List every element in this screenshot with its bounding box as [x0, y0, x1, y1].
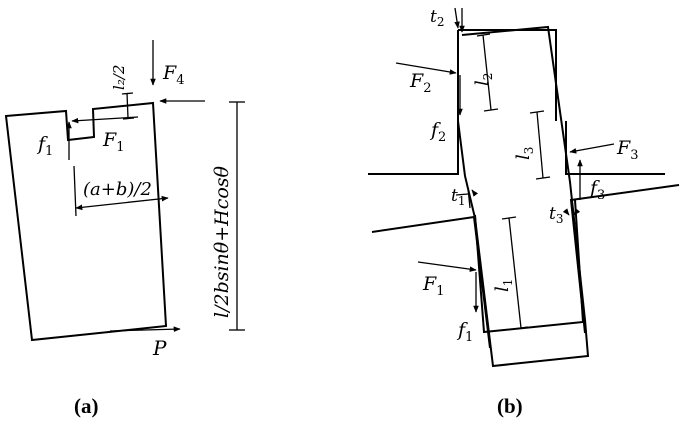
label-F3: F3 [616, 137, 638, 163]
pile-tilted-outline [457, 25, 590, 368]
dim-l3-tick-top [529, 110, 545, 114]
force-P-arrow [109, 326, 181, 332]
panel-b: t2 F2 l2 f2 l3 F3 f3 t1 t3 l1 F1 [368, 7, 680, 418]
dim-l2-tick-bottom [483, 108, 499, 112]
label-F1-b: F1 [422, 273, 444, 299]
dim-l3-tick-bottom [535, 176, 551, 180]
label-t2: t2 [430, 7, 444, 29]
dim-t1-ext [467, 187, 471, 209]
dim-l3-line [536, 111, 544, 179]
dim-l2-half-line [126, 92, 129, 119]
label-P: P [152, 336, 167, 360]
label-height: l/2bsinθ+Hcosθ [211, 165, 233, 318]
label-f1-b: f1 [456, 319, 473, 345]
dim-l1-tick-top [501, 216, 517, 220]
force-F1-arrow [71, 116, 139, 124]
dim-l2-half-tick1 [121, 92, 134, 95]
dim-l2-tick-top [476, 33, 491, 37]
label-t3: t3 [549, 204, 563, 226]
dim-ab-half-line [75, 195, 169, 211]
dim-l2-half-tick2 [122, 117, 135, 120]
ground-right-upper [565, 121, 665, 175]
label-F4: F4 [162, 62, 184, 88]
dim-t3-left [562, 208, 570, 216]
label-l3: l3 [513, 147, 536, 160]
label-l2: l2 [472, 73, 495, 86]
panel-a: F4 l₂/2 f1 F1 (a+b)/2 P l/2bsinθ+Hcosθ (… [4, 40, 245, 418]
force-F3-arrow [569, 143, 615, 154]
dim-t3-right [573, 208, 581, 216]
label-f1: f1 [36, 133, 53, 159]
label-l1: l1 [492, 279, 515, 292]
pile-original-outline [457, 29, 585, 334]
dim-t1-left [455, 193, 469, 196]
label-F2: F2 [409, 70, 431, 96]
force-F2-arrow [395, 62, 457, 75]
label-f3: f3 [588, 177, 605, 203]
dim-l2-line [482, 34, 492, 111]
dim-l1-tick-bottom [513, 326, 529, 330]
ground-right-lower [569, 184, 680, 334]
label-l2-half: l₂/2 [110, 65, 128, 90]
block-a-outline [4, 101, 168, 342]
label-F1: F1 [102, 129, 124, 155]
dim-t1-right [471, 189, 479, 197]
label-f2: f2 [429, 119, 446, 145]
dim-ab-half-extension [73, 165, 77, 217]
dim-l1-line [508, 217, 522, 329]
label-t1: t1 [451, 186, 465, 208]
dim-t2-left [454, 7, 460, 29]
panel-a-label: (a) [74, 394, 99, 418]
panel-b-label: (b) [497, 394, 523, 418]
label-ab-half: (a+b)/2 [83, 179, 152, 200]
ground-left-upper [368, 121, 459, 175]
force-F1-arrow-b [417, 261, 477, 272]
